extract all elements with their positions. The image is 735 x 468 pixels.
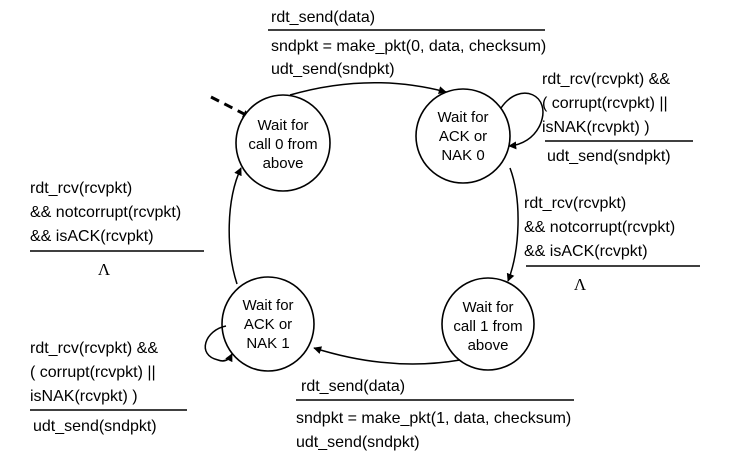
state-wait-ack0-line1: Wait for (437, 109, 488, 126)
transition-resend1-action: udt_send(sndpkt) (33, 418, 157, 435)
transition-send1-label: rdt_send(data) sndpkt = make_pkt(1, data… (296, 378, 574, 451)
transition-resend0-event-2: ( corrupt(rcvpkt) || (542, 95, 668, 112)
transition-resend1-loop (204, 325, 233, 363)
state-wait-call0-line2: call 0 from (248, 136, 317, 153)
state-wait-call0: Wait for call 0 from above (235, 94, 331, 192)
transition-send1-event: rdt_send(data) (301, 378, 405, 395)
transition-ack0-label: rdt_rcv(rcvpkt) && notcorrupt(rcvpkt) &&… (524, 195, 700, 294)
state-wait-call0-line1: Wait for (257, 117, 308, 134)
transition-send0-label: rdt_send(data) sndpkt = make_pkt(0, data… (268, 9, 546, 78)
transition-resend0-loop (500, 92, 544, 150)
transition-ack0-event-1: rdt_rcv(rcvpkt) (524, 195, 626, 212)
transition-ack1-label: rdt_rcv(rcvpkt) && notcorrupt(rcvpkt) &&… (30, 180, 204, 279)
transition-resend0-label: rdt_rcv(rcvpkt) && ( corrupt(rcvpkt) || … (542, 71, 693, 165)
initial-state-arrow (210, 95, 251, 119)
transition-send0-arrow (289, 81, 447, 96)
transition-ack1-event-2: && notcorrupt(rcvpkt) (30, 204, 181, 221)
state-wait-ack0-line2: ACK or (439, 128, 487, 145)
transition-ack0-action: Λ (574, 275, 587, 294)
transition-resend0-event-3: isNAK(rcvpkt) ) (542, 119, 650, 136)
transition-resend1-label: rdt_rcv(rcvpkt) && ( corrupt(rcvpkt) || … (30, 340, 187, 435)
transition-ack1-event-1: rdt_rcv(rcvpkt) (30, 180, 132, 197)
transition-resend1-event-1: rdt_rcv(rcvpkt) && (30, 340, 158, 357)
state-wait-call1-line2: call 1 from (453, 318, 522, 335)
state-wait-call1-line3: above (468, 337, 509, 354)
transition-ack1-action: Λ (98, 260, 111, 279)
state-wait-ack1-line1: Wait for (242, 297, 293, 314)
state-wait-call1: Wait for call 1 from above (441, 277, 535, 371)
transition-ack1-arrow (228, 167, 242, 285)
state-wait-ack1-line2: ACK or (244, 316, 292, 333)
state-wait-ack0: Wait for ACK or NAK 0 (415, 88, 511, 184)
state-wait-ack1-line3: NAK 1 (246, 335, 289, 352)
transition-ack1-event-3: && isACK(rcvpkt) (30, 228, 154, 245)
transition-send0-action-1: sndpkt = make_pkt(0, data, checksum) (271, 38, 546, 55)
transition-send0-action-2: udt_send(sndpkt) (271, 61, 395, 78)
state-wait-call1-line1: Wait for (462, 299, 513, 316)
transition-ack0-event-3: && isACK(rcvpkt) (524, 243, 648, 260)
transition-resend0-event-1: rdt_rcv(rcvpkt) && (542, 71, 670, 88)
transition-send1-arrow (313, 346, 461, 365)
state-wait-call0-line3: above (263, 155, 304, 172)
transition-resend1-event-3: isNAK(rcvpkt) ) (30, 388, 138, 405)
transition-send1-action-2: udt_send(sndpkt) (296, 434, 420, 451)
transition-ack0-event-2: && notcorrupt(rcvpkt) (524, 219, 675, 236)
transition-resend1-event-2: ( corrupt(rcvpkt) || (30, 364, 156, 381)
transition-send0-event: rdt_send(data) (271, 9, 375, 26)
state-wait-ack0-line3: NAK 0 (441, 147, 484, 164)
transition-ack0-arrow (506, 167, 519, 282)
transition-resend0-action: udt_send(sndpkt) (547, 148, 671, 165)
state-wait-ack1: Wait for ACK or NAK 1 (221, 276, 315, 372)
transition-send1-action-1: sndpkt = make_pkt(1, data, checksum) (296, 410, 571, 427)
